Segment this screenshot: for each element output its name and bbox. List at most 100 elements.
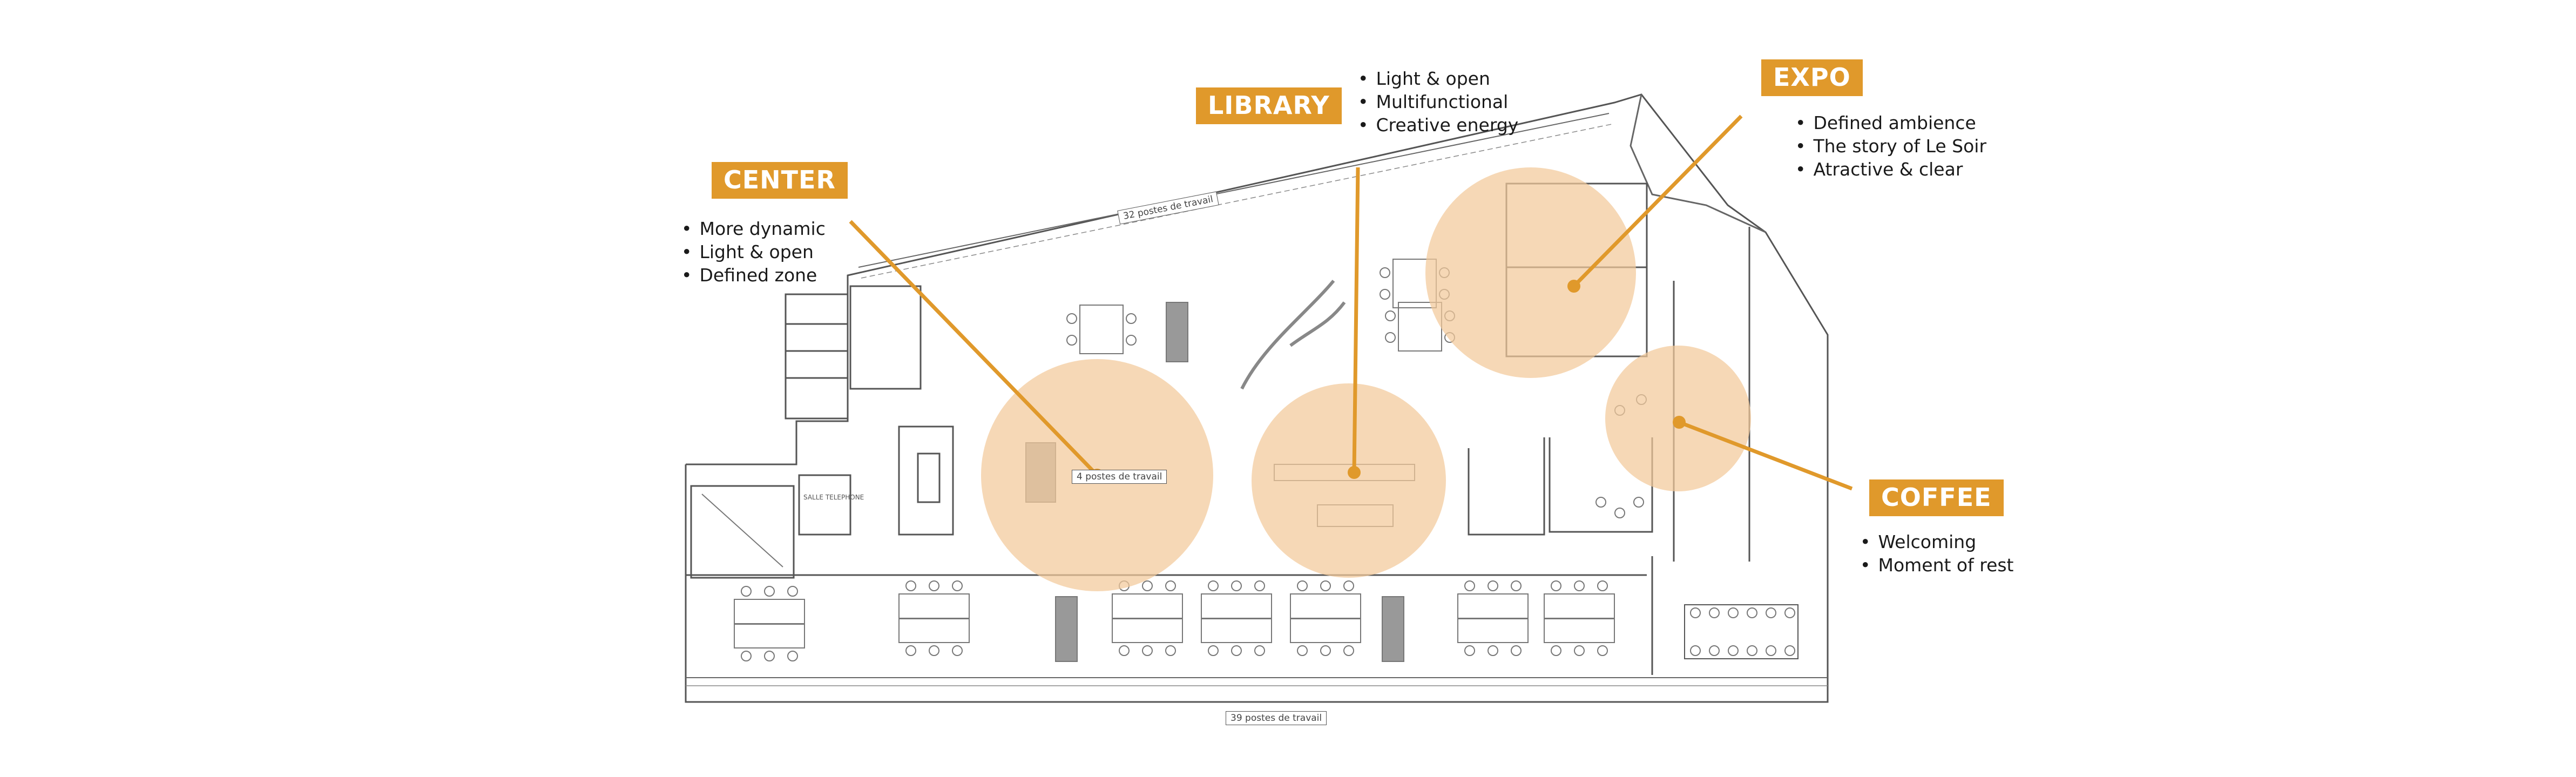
chair bbox=[1551, 645, 1561, 656]
chair bbox=[764, 586, 775, 597]
chair bbox=[1254, 580, 1265, 591]
chair bbox=[905, 580, 916, 591]
chair bbox=[1320, 645, 1331, 656]
bullet-item: More dynamic bbox=[681, 217, 825, 240]
chair bbox=[1464, 645, 1475, 656]
chair bbox=[1574, 580, 1585, 591]
chair bbox=[952, 580, 963, 591]
chair bbox=[1380, 267, 1390, 278]
zones bbox=[981, 167, 1751, 591]
phone-room-text: SALLE TELEPHONE bbox=[803, 494, 864, 501]
chair bbox=[1231, 580, 1242, 591]
chair bbox=[952, 645, 963, 656]
chair bbox=[764, 651, 775, 661]
storage-unit bbox=[1055, 596, 1078, 662]
chair bbox=[1488, 645, 1498, 656]
chair bbox=[1595, 497, 1606, 508]
bottom-workstations-label: 39 postes de travail bbox=[1226, 711, 1327, 725]
bullet-item: Defined zone bbox=[681, 263, 826, 287]
chair bbox=[787, 586, 798, 597]
bullet-item: The story of Le Soir bbox=[1795, 134, 1986, 158]
zone-dot-library bbox=[1348, 466, 1361, 479]
chair bbox=[1464, 580, 1475, 591]
chair bbox=[1690, 645, 1701, 656]
chair bbox=[929, 645, 939, 656]
chair bbox=[1385, 332, 1396, 343]
chair bbox=[1766, 607, 1776, 618]
zone-circle-expo bbox=[1425, 167, 1636, 378]
chair bbox=[929, 580, 939, 591]
chair bbox=[1709, 645, 1720, 656]
zone-circle-library bbox=[1252, 383, 1446, 578]
chair bbox=[1343, 580, 1354, 591]
zone-dot-expo bbox=[1567, 280, 1580, 293]
chair bbox=[1380, 289, 1390, 300]
desk-divider bbox=[1457, 618, 1529, 619]
bullet-item: Welcoming bbox=[1860, 530, 2014, 553]
chair bbox=[1633, 497, 1644, 508]
coffee-bullets: Welcoming Moment of rest bbox=[1860, 530, 2014, 577]
chair bbox=[1574, 645, 1585, 656]
chair bbox=[1126, 313, 1137, 324]
bullet-item: Defined ambience bbox=[1795, 111, 1986, 134]
chair bbox=[1385, 310, 1396, 321]
chair bbox=[1254, 645, 1265, 656]
bullet-item: Light & open bbox=[1358, 67, 1518, 90]
chair bbox=[1297, 645, 1308, 656]
chair bbox=[1066, 313, 1077, 324]
chair bbox=[787, 651, 798, 661]
chair bbox=[1320, 580, 1331, 591]
storage-unit bbox=[1382, 596, 1404, 662]
center-bullets: More dynamic Light & open Defined zone bbox=[681, 217, 826, 287]
chair bbox=[1208, 645, 1219, 656]
desk-cluster bbox=[1079, 305, 1124, 354]
leader-line-expo bbox=[1572, 114, 1743, 288]
chair bbox=[1119, 645, 1130, 656]
chair bbox=[1208, 580, 1219, 591]
chair bbox=[1597, 580, 1608, 591]
chair bbox=[1747, 607, 1757, 618]
chair bbox=[741, 586, 752, 597]
chair bbox=[1766, 645, 1776, 656]
bullet-item: Atractive & clear bbox=[1795, 158, 1986, 181]
chair bbox=[1511, 645, 1522, 656]
desk-divider bbox=[1290, 618, 1361, 619]
zone-tag-center: CENTER bbox=[712, 162, 848, 199]
chair bbox=[1297, 580, 1308, 591]
chair bbox=[1728, 645, 1739, 656]
zone-dot-coffee bbox=[1673, 416, 1686, 429]
chair bbox=[1784, 607, 1795, 618]
chair bbox=[905, 645, 916, 656]
bullet-item: Creative energy bbox=[1358, 113, 1518, 137]
chair bbox=[1231, 645, 1242, 656]
library-shelving bbox=[1240, 280, 1346, 390]
chair bbox=[1784, 645, 1795, 656]
chair bbox=[1728, 607, 1739, 618]
leader-line-library bbox=[1352, 167, 1360, 473]
chair bbox=[1066, 335, 1077, 346]
desk-divider bbox=[1112, 618, 1183, 619]
leader-lines bbox=[849, 114, 1853, 491]
leader-line-coffee bbox=[1678, 420, 1853, 491]
chair bbox=[1690, 607, 1701, 618]
chair bbox=[1165, 645, 1176, 656]
leader-line-center bbox=[849, 220, 1099, 477]
phone-room-label: SALLE TELEPHONE bbox=[803, 494, 864, 501]
zone-tag-library: LIBRARY bbox=[1196, 87, 1342, 124]
expo-bullets: Defined ambience The story of Le Soir At… bbox=[1795, 111, 1986, 181]
chair bbox=[1551, 580, 1561, 591]
chair bbox=[1488, 580, 1498, 591]
chair bbox=[1511, 580, 1522, 591]
chair bbox=[1709, 607, 1720, 618]
chair bbox=[741, 651, 752, 661]
chair bbox=[1142, 645, 1153, 656]
zone-tag-coffee: COFFEE bbox=[1869, 479, 2004, 516]
bullet-item: Multifunctional bbox=[1358, 90, 1518, 113]
storage-unit bbox=[1166, 302, 1188, 362]
chair bbox=[1747, 645, 1757, 656]
zone-tag-expo: EXPO bbox=[1761, 59, 1863, 96]
bullet-item: Light & open bbox=[681, 240, 826, 263]
chair bbox=[1597, 645, 1608, 656]
chair bbox=[1126, 335, 1137, 346]
desk-divider bbox=[898, 618, 970, 619]
